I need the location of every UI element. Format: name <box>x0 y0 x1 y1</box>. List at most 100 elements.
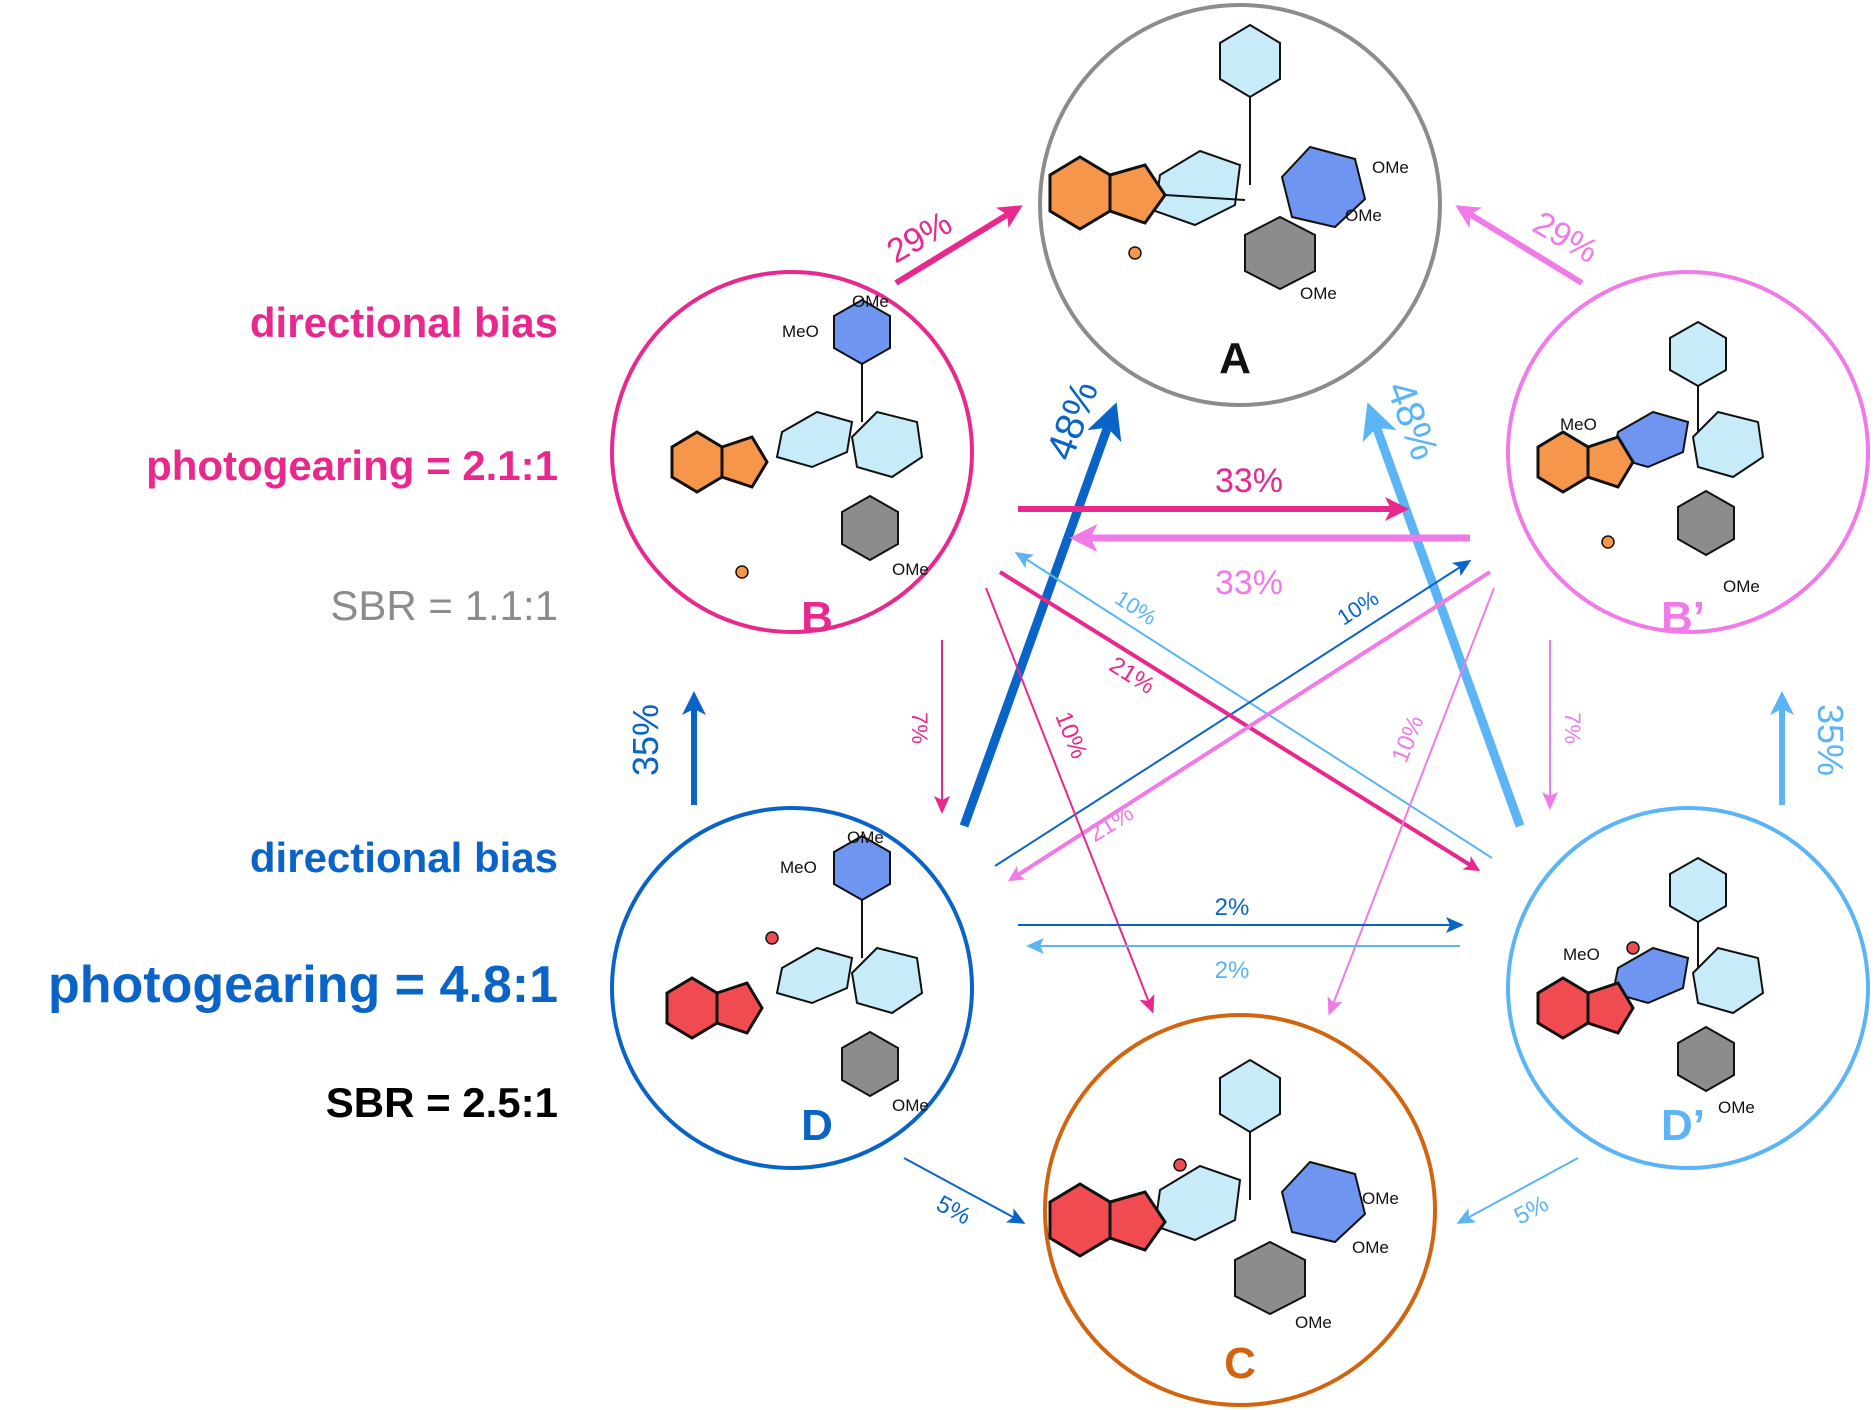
arrow-d-to-c <box>903 1157 1026 1224</box>
anisyl-ring <box>1677 1025 1735 1093</box>
state-b-label: B <box>801 593 833 642</box>
benzothiophene-thio <box>1586 435 1635 489</box>
substituent-a-3: OMe <box>1300 284 1337 303</box>
label-d-to-c: 5% <box>932 1190 975 1230</box>
substituent-bp-1: MeO <box>1560 415 1597 434</box>
pink-directional-bias: directional bias <box>250 299 558 346</box>
arrow-d-to-a <box>959 402 1122 828</box>
state-b: MeO OMe OMe B <box>610 270 974 642</box>
state-c-label: C <box>1224 1339 1256 1388</box>
left-bridge-ring <box>775 410 854 469</box>
substituent-dp-1: MeO <box>1563 945 1600 964</box>
carbonyl-oxygen <box>765 931 779 945</box>
state-d-prime-circle <box>1506 806 1870 1170</box>
state-b-prime-label: B’ <box>1661 593 1705 642</box>
state-b-prime-circle <box>1506 270 1870 634</box>
left-bridge-ring <box>775 946 854 1005</box>
benzothiophene-thio <box>720 435 769 489</box>
substituent-d-2: OMe <box>847 828 884 847</box>
label-b-to-dp: 21% <box>1104 651 1159 699</box>
substituent-c-2: OMe <box>1352 1238 1389 1257</box>
benzothiophene-benzo <box>1536 976 1590 1040</box>
benzothiophene-thio <box>715 981 764 1035</box>
carbonyl-oxygen <box>1128 246 1142 260</box>
label-dp-to-d: 2% <box>1215 957 1250 984</box>
label-d-to-b: 35% <box>625 704 666 776</box>
label-d-to-bp: 10% <box>1333 585 1384 630</box>
benzothiophene-thio <box>1108 1190 1167 1252</box>
benzothiophene-thio <box>1108 163 1167 225</box>
molecule-c: OMe OMe OMe <box>1048 1058 1399 1332</box>
label-bp-to-c: 10% <box>1387 712 1430 767</box>
substituent-a-1: OMe <box>1372 158 1409 177</box>
state-d: MeO OMe OMe D <box>610 806 974 1170</box>
right-methoxy-ring <box>1280 145 1367 229</box>
anisyl-ring <box>1244 215 1316 291</box>
molecule-d: MeO OMe OMe <box>665 828 929 1115</box>
substituent-a-2: OMe <box>1345 206 1382 225</box>
arrow-b-to-a <box>894 205 1023 286</box>
substituent-b-2: OMe <box>852 292 889 311</box>
arrow-b-to-dp <box>998 570 1481 872</box>
arrow-b-to-c <box>985 587 1155 1014</box>
state-d-prime: MeO OMe D’ <box>1506 806 1870 1170</box>
label-b-to-bp: 33% <box>1215 462 1283 500</box>
substituent-d-1: MeO <box>780 858 817 877</box>
label-bp-to-d: 21% <box>1083 799 1138 847</box>
blue-sbr-ratio: SBR = 2.5:1 <box>326 1079 558 1126</box>
anisyl-ring <box>1234 1240 1306 1316</box>
molecule-b-prime: MeO OMe <box>1536 320 1765 596</box>
arrow-dp-to-a <box>1362 402 1525 828</box>
right-bridge-ring <box>1691 410 1765 479</box>
label-bp-to-b: 33% <box>1215 564 1283 602</box>
anisyl-ring <box>841 1030 899 1098</box>
blue-directional-bias: directional bias <box>250 834 558 881</box>
blue-photogearing-ratio: photogearing = 4.8:1 <box>48 956 558 1014</box>
label-b-to-a: 29% <box>881 204 959 271</box>
carbonyl-oxygen <box>1601 535 1615 549</box>
substituent-dp-2: OMe <box>1718 1098 1755 1117</box>
right-methoxy-ring <box>1280 1160 1367 1244</box>
pink-photogearing-ratio: photogearing = 2.1:1 <box>146 442 558 489</box>
carbonyl-oxygen <box>1173 1158 1187 1172</box>
state-a-circle <box>1038 3 1442 407</box>
arrow-dp-to-b <box>1014 551 1493 859</box>
state-d-label: D <box>801 1101 833 1150</box>
state-b-prime: MeO OMe B’ <box>1506 270 1870 642</box>
state-a-label: A <box>1219 334 1251 383</box>
carbonyl-oxygen <box>1626 941 1640 955</box>
label-b-to-c: 10% <box>1049 708 1092 763</box>
transition-arrows <box>682 205 1794 1224</box>
substituent-d-3: OMe <box>892 1096 929 1115</box>
right-bridge-ring <box>1691 946 1765 1015</box>
anisyl-ring <box>841 494 899 562</box>
anisyl-ring <box>1677 489 1735 557</box>
state-c: OMe OMe OMe C <box>1043 1013 1437 1407</box>
substituent-b-3: OMe <box>892 560 929 579</box>
benzothiophene-thio <box>1586 981 1635 1035</box>
substituent-b-1: MeO <box>782 322 819 341</box>
pink-sbr-ratio: SBR = 1.1:1 <box>330 582 558 629</box>
molecule-a: OMe OMe OMe <box>1048 23 1409 303</box>
molecule-d-prime: MeO OMe <box>1536 856 1765 1117</box>
label-bp-to-a: 29% <box>1527 204 1605 271</box>
label-d-to-dp: 2% <box>1215 894 1250 921</box>
label-b-to-d: 7% <box>907 712 932 744</box>
arrow-bp-to-c <box>1327 587 1495 1016</box>
carbonyl-oxygen <box>735 565 749 579</box>
substituent-bp-2: OMe <box>1723 577 1760 596</box>
arrow-dp-to-c <box>1456 1157 1579 1224</box>
benzothiophene-benzo <box>1536 430 1590 494</box>
label-dp-to-bp: 35% <box>1810 704 1851 776</box>
label-dp-to-c: 5% <box>1510 1190 1553 1230</box>
label-dp-to-b: 10% <box>1111 585 1162 630</box>
state-c-circle <box>1043 1013 1437 1407</box>
right-bridge-ring <box>850 946 924 1015</box>
molecule-b: MeO OMe OMe <box>670 292 929 579</box>
arrow-bp-to-a <box>1455 205 1584 286</box>
benzothiophene-benzo <box>670 430 724 494</box>
state-a: OMe OMe OMe A <box>1038 3 1442 407</box>
label-bp-to-dp: 7% <box>1560 712 1585 744</box>
arrow-bp-to-d <box>1007 570 1492 882</box>
